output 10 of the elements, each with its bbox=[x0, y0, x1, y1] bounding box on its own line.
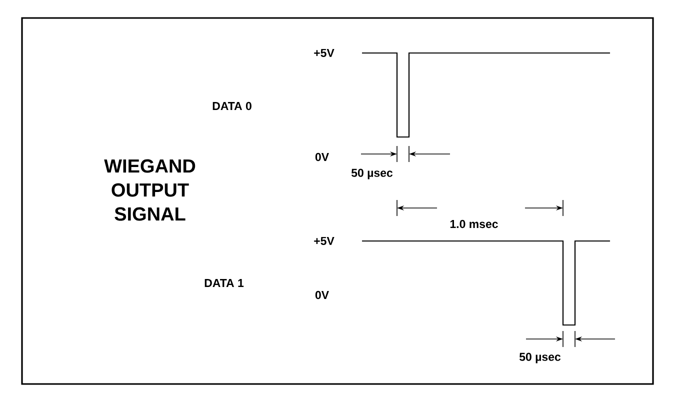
dimension-label: 50 µsec bbox=[519, 352, 561, 364]
signal-name: DATA 1 bbox=[204, 279, 244, 287]
title: WIEGAND OUTPUT SIGNAL bbox=[104, 159, 196, 221]
dimension-label: 1.0 msec bbox=[450, 220, 498, 228]
dimension-label: 50 µsec bbox=[351, 168, 393, 180]
signal-name: DATA 0 bbox=[212, 102, 252, 110]
voltage-label: 0V bbox=[315, 290, 329, 300]
voltage-label: +5V bbox=[314, 49, 334, 57]
voltage-label: +5V bbox=[314, 237, 334, 246]
voltage-label: 0V bbox=[315, 152, 329, 162]
